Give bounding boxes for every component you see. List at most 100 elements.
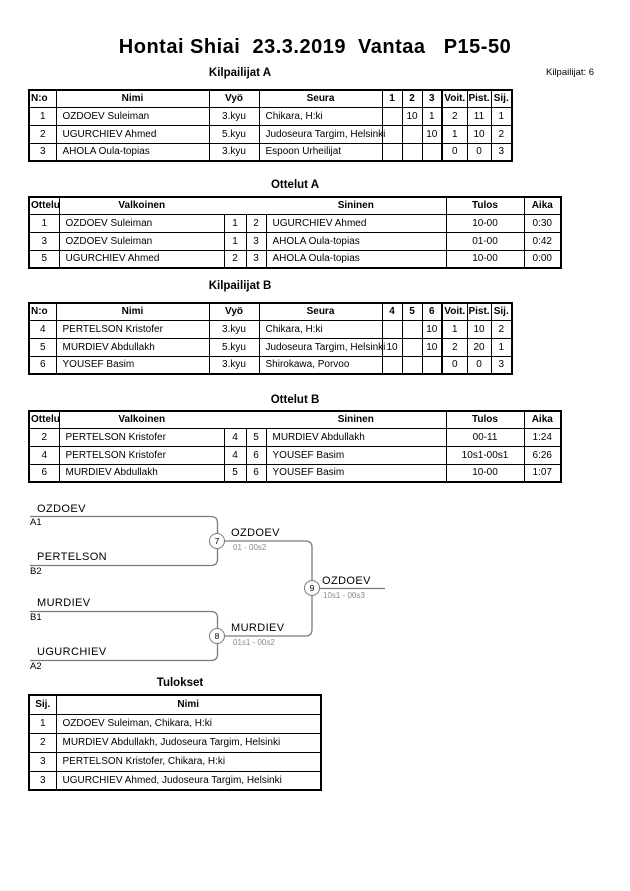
- cell-time: 0:00: [523, 249, 562, 269]
- cell-match-no: 5: [28, 249, 60, 269]
- cell-blue-no: 3: [245, 249, 267, 269]
- cell-wins: 0: [441, 355, 468, 375]
- cell-blue-name: YOUSEF Basim: [265, 463, 447, 483]
- cell-name: PERTELSON Kristofer: [55, 319, 210, 339]
- col-header-r2: 2: [401, 89, 423, 108]
- cell-time: 0:42: [523, 231, 562, 251]
- col-header-spacer: [246, 410, 266, 429]
- cell-white-name: UGURCHIEV Ahmed: [58, 249, 225, 269]
- col-header-belt: Vyö: [208, 302, 260, 321]
- cell-no: 5: [28, 337, 57, 357]
- cell-white-name: PERTELSON Kristofer: [58, 427, 225, 447]
- cell-name: UGURCHIEV Ahmed: [55, 124, 210, 144]
- cell-match-no: 3: [28, 231, 60, 251]
- page-title: Hontai Shiai 23.3.2019 Vantaa P15-50: [118, 36, 512, 58]
- matches-a-table: Ottelu Valkoinen Sininen Tulos Aika 1 OZ…: [28, 196, 562, 269]
- bracket-seed-label: B2: [30, 566, 42, 577]
- cell-belt: 3.kyu: [208, 319, 260, 339]
- col-header-place: Sij.: [490, 89, 513, 108]
- competitor-row: 3 AHOLA Oula-topias 3.kyu Espoon Urheili…: [28, 142, 513, 162]
- bracket-player-name: OZDOEV: [37, 503, 86, 515]
- cell-club: Judoseura Targim, Helsinki: [258, 124, 385, 144]
- cell-r1: [381, 106, 403, 126]
- col-header-belt: Vyö: [208, 89, 260, 108]
- cell-belt: 3.kyu: [208, 106, 260, 126]
- cell-wins: 1: [441, 124, 468, 144]
- col-header-no: N:o: [28, 89, 57, 108]
- bracket-player-name: UGURCHIEV: [37, 646, 107, 658]
- match-row: 6 MURDIEV Abdullakh 5 6 YOUSEF Basim 10-…: [28, 463, 562, 483]
- header-row: Sij. Nimi: [28, 694, 322, 715]
- match-row: 4 PERTELSON Kristofer 4 6 YOUSEF Basim 1…: [28, 445, 562, 465]
- col-header-name: Nimi: [55, 302, 210, 321]
- cell-blue-no: 2: [245, 213, 267, 233]
- cell-place: 3: [490, 355, 513, 375]
- cell-white-name: OZDOEV Suleiman: [58, 231, 225, 251]
- cell-wins: 1: [441, 319, 468, 339]
- pool-a-title: Kilpailijat A: [208, 67, 272, 79]
- results-table: Sij. Nimi 1 OZDOEV Suleiman, Chikara, H:…: [28, 694, 322, 791]
- cell-white-no: 2: [223, 249, 247, 269]
- cell-belt: 3.kyu: [208, 355, 260, 375]
- cell-points: 10: [466, 319, 492, 339]
- cell-white-name: OZDOEV Suleiman: [58, 213, 225, 233]
- col-header-place: Sij.: [490, 302, 513, 321]
- header-row: N:o Nimi Vyö Seura 1 2 3 Voit. Pist. Sij…: [28, 89, 513, 108]
- competitor-row: 5 MURDIEV Abdullakh 5.kyu Judoseura Targ…: [28, 337, 513, 357]
- col-header-match: Ottelu: [28, 196, 60, 215]
- result-row: 3 PERTELSON Kristofer, Chikara, H:ki: [28, 751, 322, 772]
- cell-name: AHOLA Oula-topias: [55, 142, 210, 162]
- cell-r5: [401, 337, 423, 357]
- pool-b-title: Kilpailijat B: [208, 280, 272, 292]
- bracket-match-score: 01s1 - 00s2: [233, 638, 275, 647]
- cell-place: 3: [490, 142, 513, 162]
- match-row: 3 OZDOEV Suleiman 1 3 AHOLA Oula-topias …: [28, 231, 562, 251]
- cell-r4: [381, 319, 403, 339]
- pool-a-table: N:o Nimi Vyö Seura 1 2 3 Voit. Pist. Sij…: [28, 89, 513, 162]
- cell-r1: [381, 142, 403, 162]
- cell-points: 0: [466, 355, 492, 375]
- match-number-circle: 8: [209, 628, 225, 644]
- cell-name: UGURCHIEV Ahmed, Judoseura Targim, Helsi…: [55, 770, 322, 791]
- col-header-white: Valkoinen: [58, 196, 224, 215]
- cell-r3: 1: [421, 106, 443, 126]
- cell-r3: 10: [421, 124, 443, 144]
- header-row: Ottelu Valkoinen Sininen Tulos Aika: [28, 410, 562, 429]
- cell-place: 2: [28, 732, 57, 753]
- cell-name: YOUSEF Basim: [55, 355, 210, 375]
- cell-time: 6:26: [523, 445, 562, 465]
- cell-r5: [401, 355, 423, 375]
- cell-place: 1: [490, 337, 513, 357]
- cell-place: 3: [28, 770, 57, 791]
- col-header-blue: Sininen: [266, 196, 447, 215]
- cell-r2: [401, 142, 423, 162]
- col-header-r6: 6: [421, 302, 443, 321]
- bracket-champion-name: OZDOEV: [322, 575, 371, 587]
- cell-white-name: PERTELSON Kristofer: [58, 445, 225, 465]
- cell-belt: 5.kyu: [208, 124, 260, 144]
- bracket-seed-label: B1: [30, 612, 42, 623]
- col-header-r4: 4: [381, 302, 403, 321]
- cell-blue-no: 6: [245, 445, 267, 465]
- col-header-spacer: [224, 196, 246, 215]
- match-row: 1 OZDOEV Suleiman 1 2 UGURCHIEV Ahmed 10…: [28, 213, 562, 233]
- col-header-wins: Voit.: [441, 89, 468, 108]
- col-header-name: Nimi: [55, 694, 322, 715]
- cell-time: 1:07: [523, 463, 562, 483]
- cell-result: 10-00: [445, 463, 525, 483]
- col-header-result: Tulos: [445, 196, 525, 215]
- match-row: 2 PERTELSON Kristofer 4 5 MURDIEV Abdull…: [28, 427, 562, 447]
- cell-white-no: 1: [223, 213, 247, 233]
- competitor-row: 2 UGURCHIEV Ahmed 5.kyu Judoseura Targim…: [28, 124, 513, 144]
- col-header-r1: 1: [381, 89, 403, 108]
- elimination-bracket: OZDOEV A1 PERTELSON B2 MURDIEV B1 UGURCH…: [0, 495, 420, 685]
- cell-match-no: 1: [28, 213, 60, 233]
- competitors-count: Kilpailijat: 6: [546, 67, 595, 78]
- col-header-blue: Sininen: [266, 410, 447, 429]
- cell-r6: 10: [421, 337, 443, 357]
- matches-b-title: Ottelut B: [270, 394, 320, 406]
- cell-belt: 3.kyu: [208, 142, 260, 162]
- col-header-r3: 3: [421, 89, 443, 108]
- cell-name: MURDIEV Abdullakh: [55, 337, 210, 357]
- cell-points: 0: [466, 142, 492, 162]
